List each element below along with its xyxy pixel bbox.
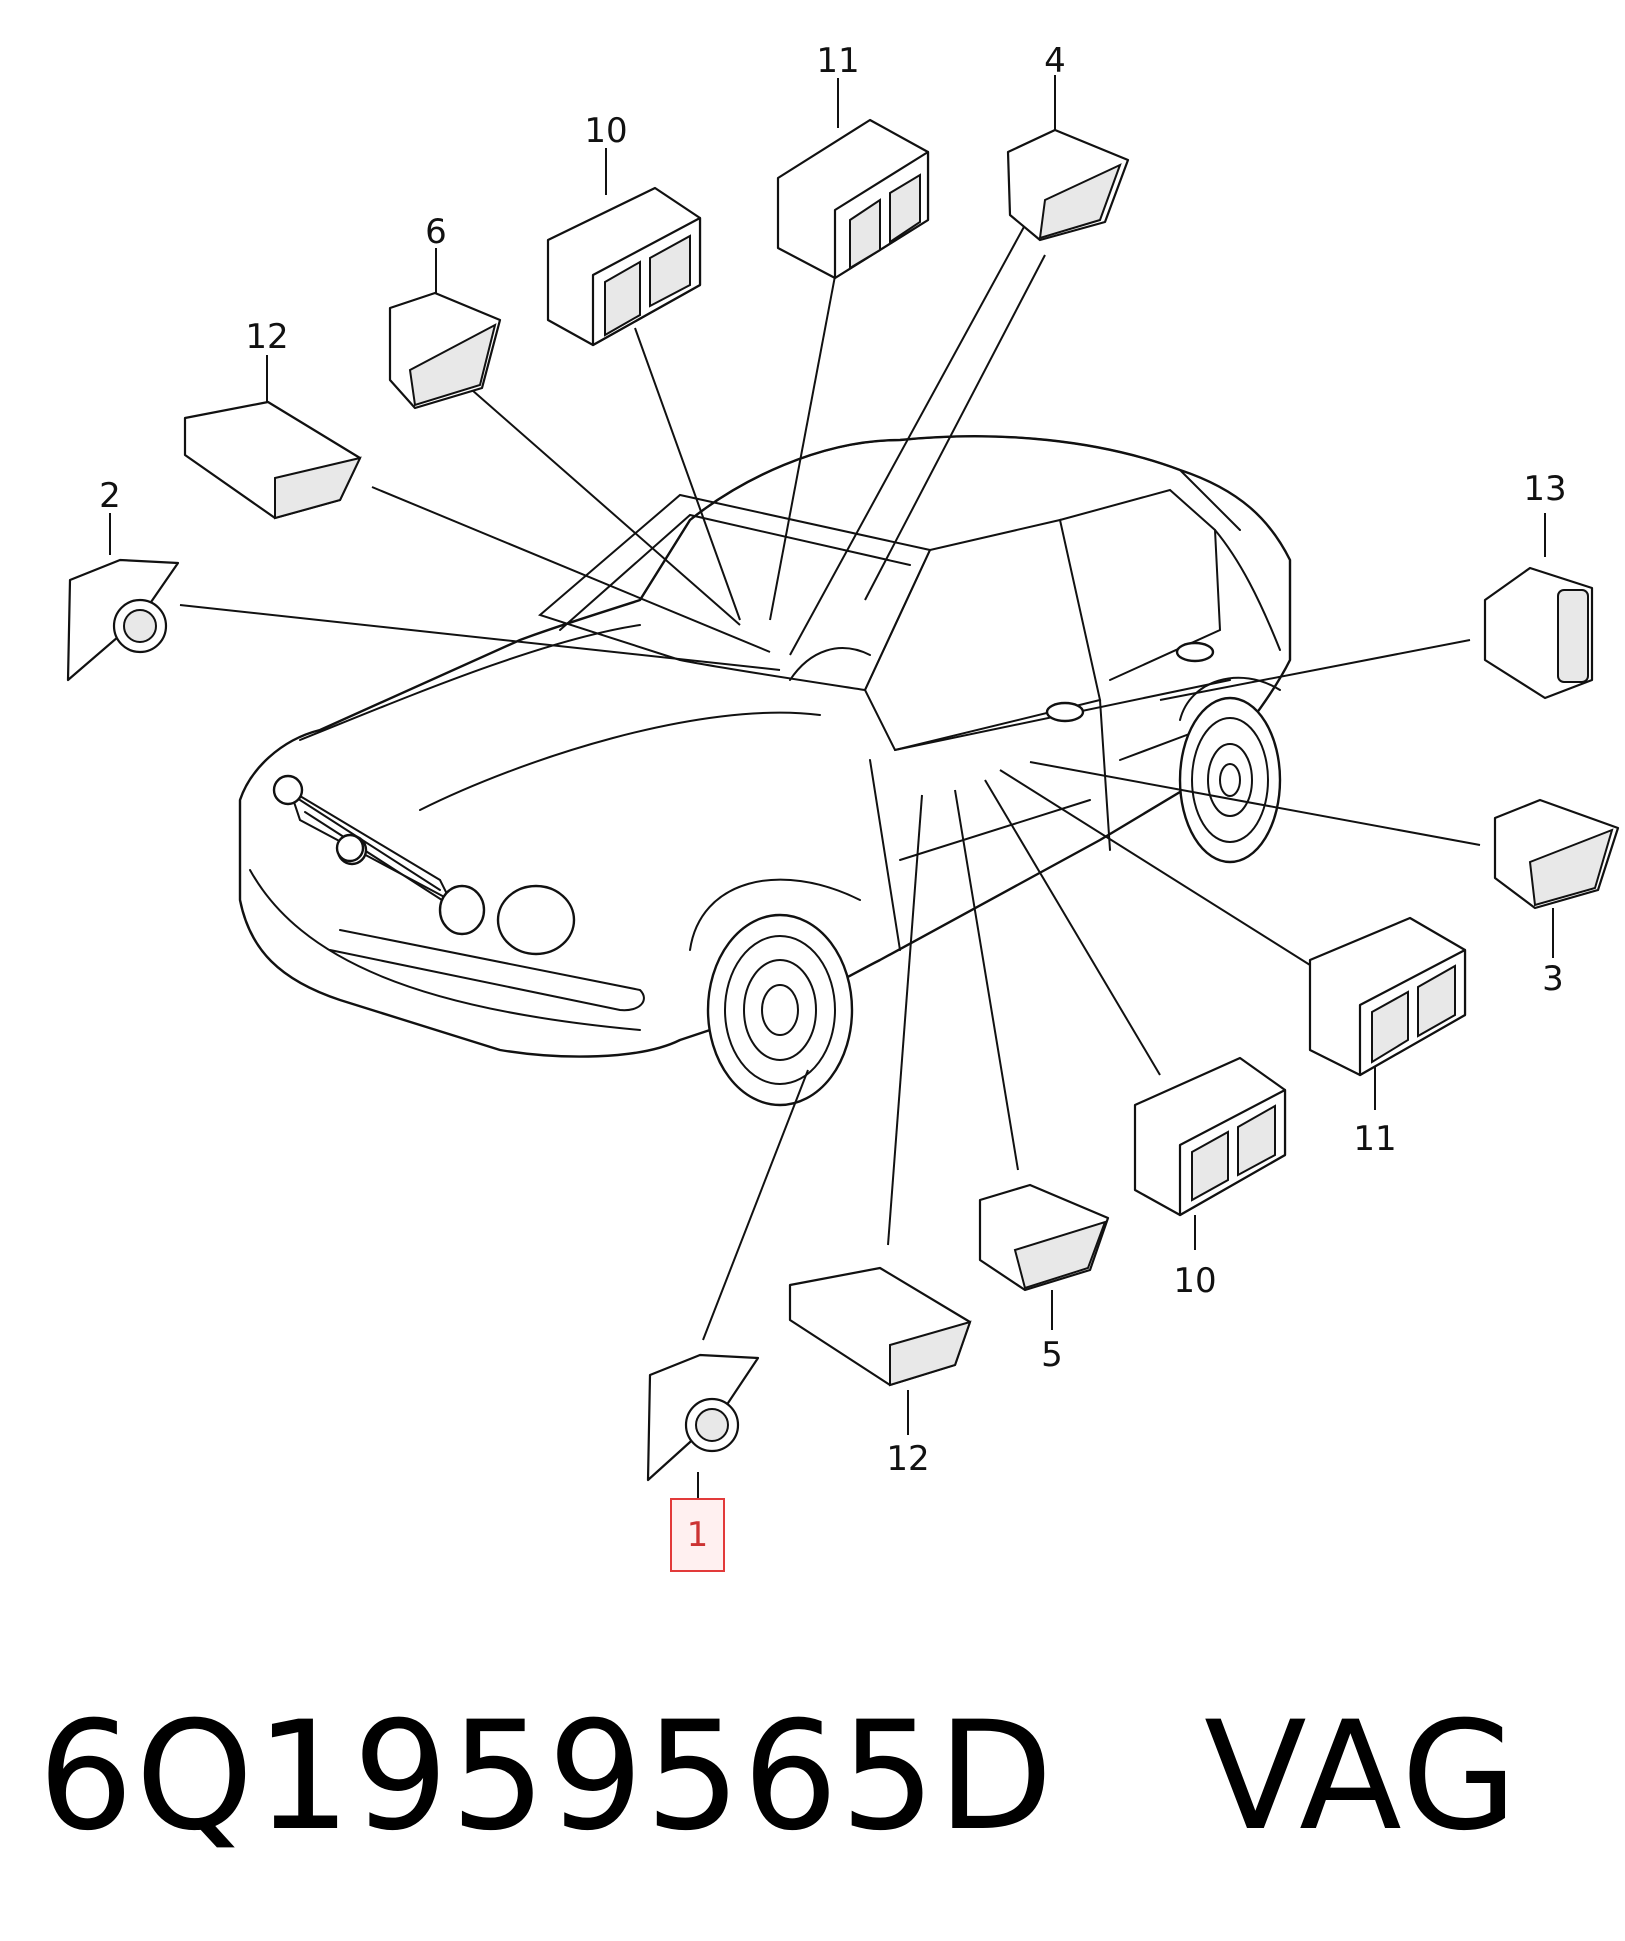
callout-4: 4: [1044, 41, 1066, 81]
switch-part-10-top: [546, 186, 702, 347]
switch-part-4: [1006, 128, 1130, 242]
switch-part-10-bottom: [1133, 1056, 1287, 1217]
footer-part-info: 6Q1959565D VAG: [38, 1690, 1519, 1864]
callout-12-top: 12: [245, 317, 288, 357]
switch-part-3: [1493, 798, 1620, 910]
switch-part-12-bottom: [788, 1266, 972, 1387]
callout-5: 5: [1041, 1335, 1063, 1375]
part-number: 6Q1959565D: [38, 1690, 1056, 1864]
highlighted-callout-box: [670, 1498, 725, 1572]
callout-2: 2: [99, 476, 121, 516]
mirror-adjust-switch-part-1: [646, 1353, 760, 1482]
switch-part-13: [1483, 566, 1594, 700]
switch-part-5: [978, 1183, 1110, 1292]
leader-lines: [109, 75, 1554, 1500]
switch-part-12-top: [183, 400, 362, 520]
callout-10-top: 10: [584, 111, 627, 151]
mirror-adjust-switch-part-2: [66, 558, 180, 682]
callout-labels: 11 4 10 6 12 2 13 3 11 10 5 12: [99, 41, 1566, 1479]
callout-12-bottom: 12: [886, 1439, 929, 1479]
switch-part-6: [388, 291, 502, 410]
callout-3: 3: [1542, 959, 1564, 999]
callout-11-bottom: 11: [1353, 1119, 1396, 1159]
brand-name: VAG: [1204, 1690, 1520, 1864]
car-illustration: [238, 435, 1292, 1107]
callout-1: 1: [686, 1515, 709, 1555]
callout-13: 13: [1523, 469, 1566, 509]
callout-11-top: 11: [816, 41, 859, 81]
switch-part-11-bottom: [1308, 916, 1467, 1077]
callout-10-bottom: 10: [1173, 1261, 1216, 1301]
parts-diagram: 11 4 10 6 12 2 13 3 11 10 5 12: [66, 41, 1620, 1500]
switch-part-11-top: [776, 118, 930, 280]
callout-6: 6: [425, 212, 447, 252]
